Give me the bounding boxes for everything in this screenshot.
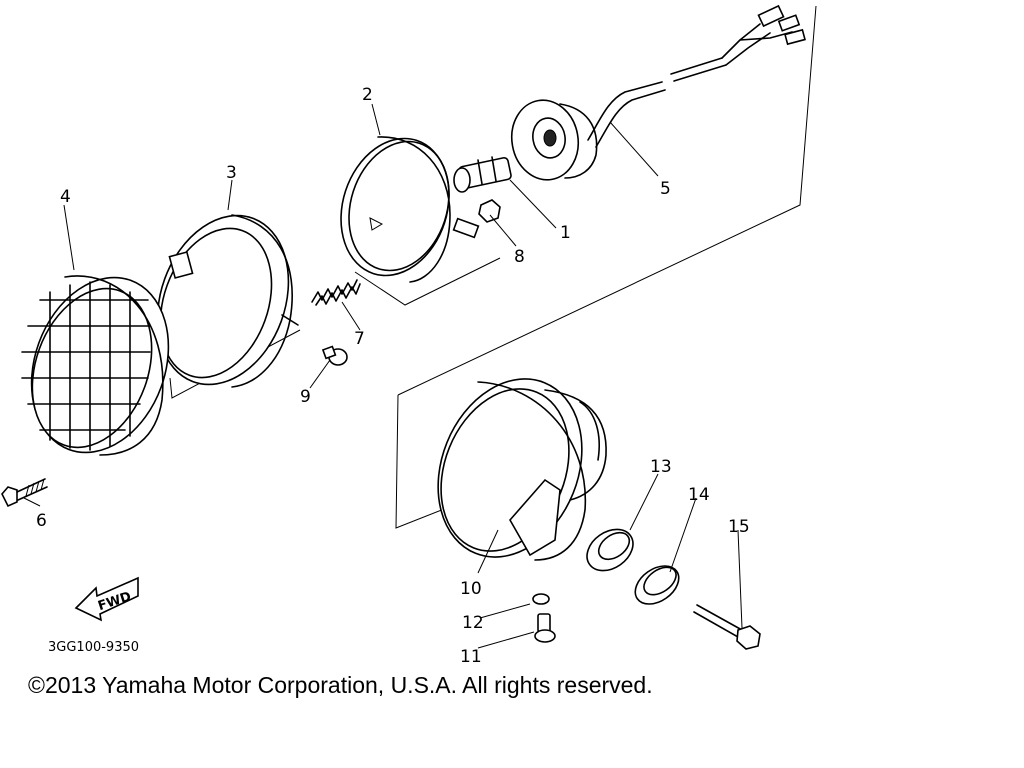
- nut: [478, 199, 501, 223]
- callout-11: 11: [460, 647, 482, 667]
- headlight-lens: [340, 136, 480, 283]
- adjusting-spring: [311, 279, 361, 306]
- callout-2: 2: [362, 85, 373, 105]
- copyright-notice: ©2013 Yamaha Motor Corporation, U.S.A. A…: [28, 672, 653, 698]
- guard-bolt: [1, 478, 48, 508]
- mounting-bolt: [693, 604, 761, 650]
- callout-7: 7: [354, 329, 365, 349]
- headlight-rim: [156, 214, 299, 388]
- forward-arrow-icon: FWD: [74, 576, 139, 622]
- callout-15: 15: [728, 517, 750, 537]
- grommet: [586, 528, 634, 572]
- headlight-housing: [437, 378, 607, 561]
- headlight-guard: [21, 275, 170, 456]
- callout-9: 9: [300, 387, 311, 407]
- callout-12: 12: [462, 613, 484, 633]
- housing-screw-washer: [532, 593, 556, 643]
- callout-13: 13: [650, 457, 672, 477]
- fwd-label: FWD: [96, 589, 133, 614]
- callout-5: 5: [660, 179, 671, 199]
- bulb: [453, 156, 512, 193]
- callout-14: 14: [688, 485, 710, 505]
- socket-cord-assembly: [510, 4, 806, 181]
- small-screw: [321, 345, 348, 366]
- leader-lines: [23, 103, 743, 649]
- callout-10: 10: [460, 579, 482, 599]
- callout-labels: 1 2 3 4 5 6 7 8 9 10 11 12 13 14 15: [36, 85, 750, 667]
- cover-plate: [634, 565, 680, 605]
- callout-1: 1: [560, 223, 571, 243]
- diagram-code: 3GG100-9350: [48, 640, 139, 655]
- callout-3: 3: [226, 163, 237, 183]
- callout-8: 8: [514, 247, 525, 267]
- callout-6: 6: [36, 511, 47, 531]
- callout-4: 4: [60, 187, 71, 207]
